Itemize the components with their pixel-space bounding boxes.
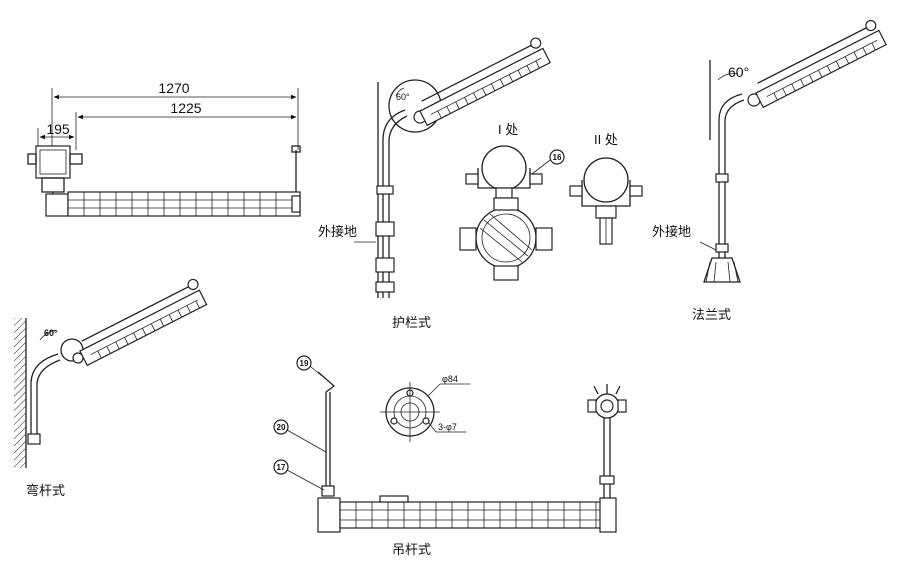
caption-railing: 护栏式 [392, 315, 431, 330]
dimension-1270: 1270 [158, 80, 189, 96]
bent-pole-view: 60° 弯杆式 [14, 278, 208, 498]
holes-label: 3-φ7 [438, 422, 457, 432]
ground-label-flange: 外接地 [652, 224, 691, 239]
diameter-label: φ84 [442, 374, 458, 384]
dimension-195: 195 [46, 121, 70, 137]
detail-one-label: I 处 [498, 122, 518, 137]
flange-mount-view: 外接地 60° 法兰式 [652, 19, 887, 322]
detail-one-view: I 处 16 [459, 122, 565, 281]
part-20-label: 20 [277, 423, 286, 432]
ground-label-railing: 外接地 [318, 224, 357, 239]
detail-two-label: II 处 [594, 132, 618, 147]
angle-label-flange: 60° [728, 64, 749, 80]
dimension-1225: 1225 [170, 100, 201, 116]
part-17-label: 17 [277, 463, 286, 472]
caption-bent: 弯杆式 [26, 483, 65, 498]
angle-label-bent: 60° [44, 328, 58, 338]
part-19-label: 19 [300, 359, 309, 368]
detail-two-view: II 处 [569, 132, 643, 245]
pendant-mount-view: 19 20 17 吊杆式 [273, 355, 627, 557]
dimensioned-luminaire-view: 1270 1225 195 [27, 80, 301, 217]
part-16-label: 16 [553, 153, 562, 162]
caption-pendant: 吊杆式 [392, 542, 431, 557]
angle-label-railing: 60° [396, 92, 410, 102]
flange-detail-view: φ84 3-φ7 [380, 374, 470, 442]
railing-mount-view: 外接地 60° 护栏式 [318, 37, 551, 330]
caption-flange: 法兰式 [692, 307, 731, 322]
